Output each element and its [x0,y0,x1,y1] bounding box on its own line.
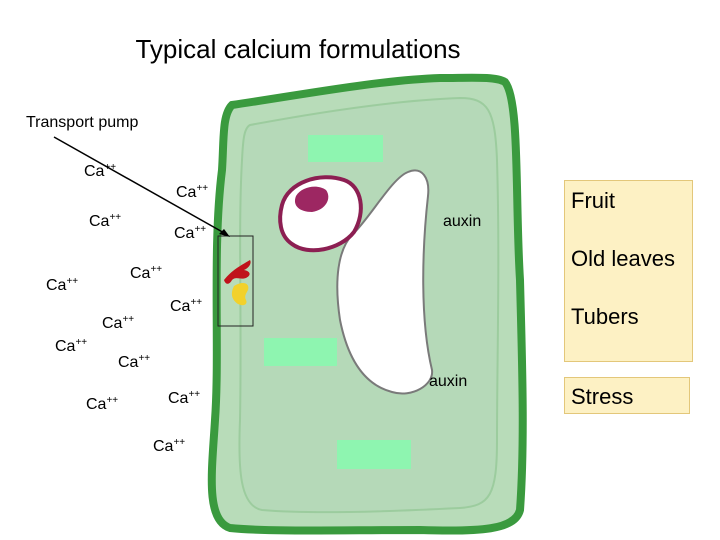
auxin-label-top: auxin [443,213,482,230]
sink-list-box: Fruit Old leaves Tubers [564,180,693,362]
transport-pump-box [217,235,254,327]
ca-ion: Ca++ [102,314,135,332]
organelle-rect-mid [264,338,337,366]
sink-fruit: Fruit [571,188,615,213]
organelle-rect-top [308,135,383,162]
ca-ion: Ca++ [46,276,79,294]
ca-ion: Ca++ [118,353,151,371]
ca-ion: Ca++ [86,395,119,413]
transport-pump-arrow-line [53,136,227,235]
ca-ion: Ca++ [168,389,201,407]
auxin-label-bottom: auxin [429,373,468,390]
stress-box: Stress [564,377,690,414]
transport-pump-label: Transport pump [26,114,139,131]
ca-ion: Ca++ [84,162,117,180]
transport-pump-arrowhead [219,229,230,237]
stress-label: Stress [571,384,634,409]
sink-tubers: Tubers [571,304,639,329]
diagram-title: Typical calcium formulations [135,34,461,64]
nucleolus [294,186,329,212]
ca-ion: Ca++ [89,212,122,230]
ca-ion: Ca++ [130,264,163,282]
organelle-rect-bottom [337,440,411,469]
sink-old-leaves: Old leaves [571,246,675,271]
ca-ion: Ca++ [153,437,186,455]
ca-ion: Ca++ [170,297,203,315]
ca-ion: Ca++ [176,183,209,201]
ca-ion: Ca++ [174,224,207,242]
ca-ion: Ca++ [55,337,88,355]
yellow-protein-icon [231,283,249,306]
